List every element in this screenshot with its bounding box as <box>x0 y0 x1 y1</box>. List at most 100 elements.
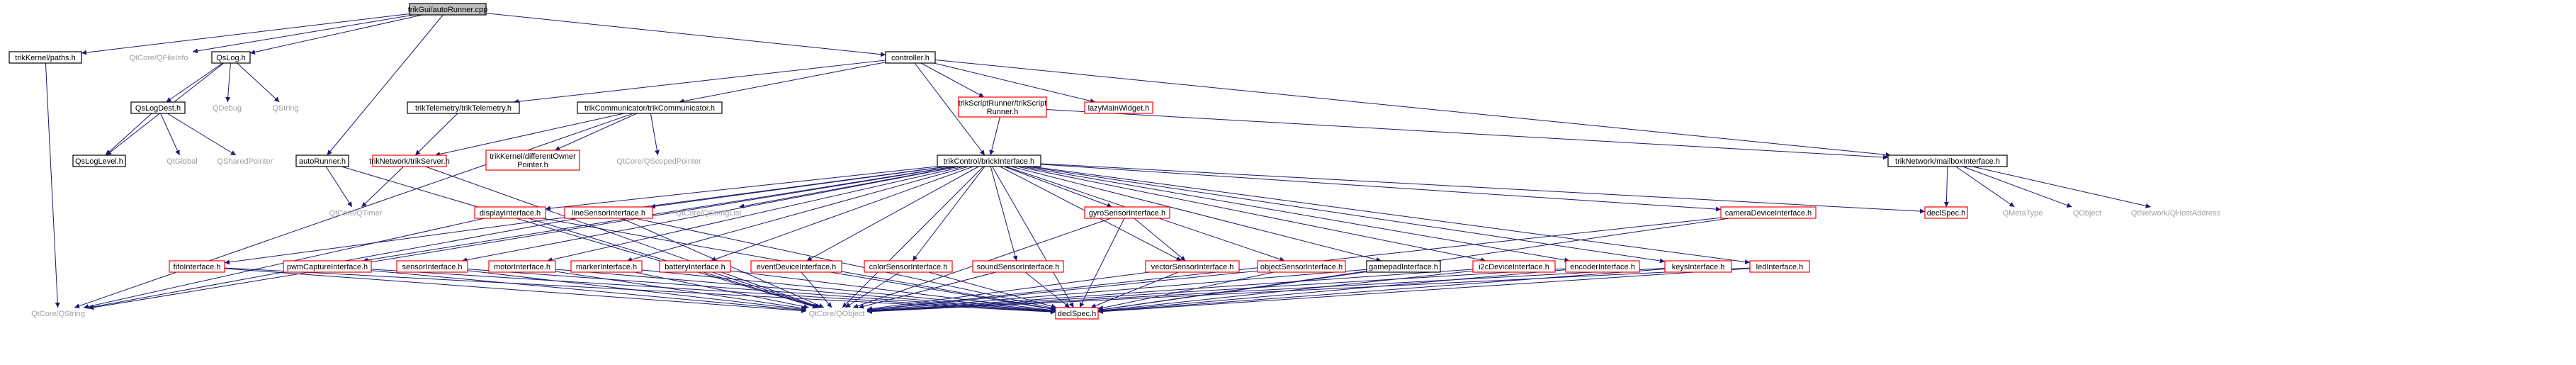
node-communicator[interactable]: trikCommunicator/trikCommunicator.h <box>577 101 723 114</box>
node-box <box>1145 260 1240 273</box>
edge-mailbox-to-qmetatype <box>1955 166 2015 208</box>
node-box <box>1887 155 2008 167</box>
node-box <box>283 260 372 273</box>
node-encoder[interactable]: encoderInterface.h <box>1565 260 1640 273</box>
node-qscopedpointer: QtCore/QScopedPointer <box>616 157 701 166</box>
node-label: autoRunner.h <box>299 157 346 166</box>
node-declspec_top[interactable]: declSpec.h <box>1924 206 1968 219</box>
node-motor[interactable]: motorInterface.h <box>488 260 556 273</box>
node-sensor[interactable]: sensorInterface.h <box>396 260 468 273</box>
edge-objectsensor-to-declspec_bottom <box>1097 271 1275 310</box>
node-label: trikCommunicator/trikCommunicator.h <box>584 104 715 113</box>
edge-encoder-to-declspec_bottom <box>1097 269 1566 314</box>
node-box <box>570 260 643 273</box>
node-mailbox[interactable]: trikNetwork/mailboxInterface.h <box>1887 155 2008 167</box>
node-box <box>937 155 1041 167</box>
edge-controller-to-telemetry <box>514 60 886 104</box>
node-label: QtCore/QStringList <box>676 209 742 218</box>
node-label: objectSensorInterface.h <box>1260 263 1343 271</box>
node-eventdevice[interactable]: eventDeviceInterface.h <box>750 260 842 273</box>
edge-paths-to-qtcore_qstring <box>45 62 60 308</box>
node-qsloglevel[interactable]: QsLogLevel.h <box>72 155 126 167</box>
node-box <box>1664 260 1732 273</box>
node-telemetry[interactable]: trikTelemetry/trikTelemetry.h <box>407 101 520 114</box>
node-paths[interactable]: trikKernel/paths.h <box>9 51 82 64</box>
node-label: gamepadInterface.h <box>1369 263 1438 271</box>
node-label: QtCore/QObject <box>809 310 865 318</box>
edge-permcapture-to-qtcore_qobject <box>371 270 807 313</box>
node-battery[interactable]: batteryInterface.h <box>659 260 731 273</box>
edge-brick-to-colorsensor <box>912 166 985 262</box>
node-box <box>407 101 520 114</box>
node-qtcore_qstring: QtCore/QString <box>31 310 85 318</box>
node-label: QMetaType <box>2003 209 2043 218</box>
node-label: displayInterface.h <box>480 209 541 218</box>
node-fifo[interactable]: fifoInterface.h <box>169 260 225 273</box>
edge-qslogdest-to-qsloglevel <box>105 113 152 156</box>
node-trikserver[interactable]: trikNetwork/trikServer.h <box>369 155 450 167</box>
node-qobject_ext: QObject <box>2073 209 2101 218</box>
node-box <box>750 260 842 273</box>
node-label: cameraDeviceInterface.h <box>1725 209 1812 218</box>
node-keys[interactable]: keysInterface.h <box>1664 260 1732 273</box>
node-root[interactable]: trikGui/autoRunner.cpp <box>408 3 488 16</box>
node-scriptrunner[interactable]: trikScriptRunner/trikScriptRunner.h <box>958 96 1047 118</box>
node-label: ledInterface.h <box>1756 263 1804 271</box>
node-gyro[interactable]: gyroSensorInterface.h <box>1084 206 1170 219</box>
node-label: QtCore/QFileInfo <box>129 54 188 62</box>
node-i2c[interactable]: i2cDeviceInterface.h <box>1472 260 1556 273</box>
node-autorunner_h[interactable]: autoRunner.h <box>295 155 349 167</box>
node-box <box>488 260 556 273</box>
edge-root-to-paths <box>81 13 410 55</box>
edge-brick-to-marker <box>626 166 969 262</box>
node-linesensor[interactable]: lineSensorInterface.h <box>564 206 653 219</box>
node-gamepad[interactable]: gamepadInterface.h <box>1366 260 1441 273</box>
edge-brick-to-qtcore_qobject <box>842 166 984 308</box>
node-box <box>485 150 580 171</box>
node-qslogdest[interactable]: QsLogDest.h <box>130 101 186 114</box>
node-box <box>864 260 953 273</box>
edge-brick-to-permcapture <box>363 166 954 263</box>
node-box <box>1565 260 1640 273</box>
edge-led-to-qtcore_qobject <box>866 267 1751 315</box>
edge-brick-to-led <box>1031 166 1751 264</box>
node-declspec_bottom[interactable]: declSpec.h <box>1055 307 1099 320</box>
edge-brick-to-keys <box>1027 166 1666 264</box>
node-label: QtNetwork/QHostAddress <box>2131 209 2221 218</box>
edge-mailbox-to-qobject_ext <box>1962 166 2072 208</box>
node-marker[interactable]: markerInterface.h <box>570 260 643 273</box>
node-box <box>295 155 349 167</box>
node-qslog[interactable]: QsLog.h <box>211 51 251 64</box>
node-label: controller.h <box>891 54 930 62</box>
node-objectsensor[interactable]: objectSensorInterface.h <box>1257 260 1346 273</box>
node-label: QsLog.h <box>216 54 246 62</box>
edge-soundsensor-to-qtcore_qobject <box>858 271 997 309</box>
node-box <box>1084 206 1170 219</box>
edge-controller-to-lazymain <box>934 62 1095 103</box>
node-box <box>1366 260 1441 273</box>
node-label: trikScriptRunner/trikScript <box>959 99 1047 108</box>
node-label: Pointer.h <box>517 161 548 169</box>
node-permcapture[interactable]: pwmCaptureInterface.h <box>283 260 372 273</box>
node-brick[interactable]: trikControl/brickInterface.h <box>937 155 1041 167</box>
edge-brick-to-display <box>545 166 938 211</box>
edge-scriptrunner-to-mailbox <box>1046 109 1889 160</box>
edge-scriptrunner-to-brick <box>989 116 1000 156</box>
node-box <box>72 155 126 167</box>
node-lazymain[interactable]: lazyMainWidget.h <box>1084 101 1153 114</box>
node-camera[interactable]: cameraDeviceInterface.h <box>1720 206 1817 219</box>
node-label: keysInterface.h <box>1672 263 1725 271</box>
node-led[interactable]: ledInterface.h <box>1749 260 1810 273</box>
node-box <box>958 96 1047 118</box>
node-label: fifoInterface.h <box>174 263 221 271</box>
edge-controller-to-brick <box>914 62 985 156</box>
node-controller[interactable]: controller.h <box>885 51 936 64</box>
node-label: encoderInterface.h <box>1570 263 1635 271</box>
node-colorsensor[interactable]: colorSensorInterface.h <box>864 260 953 273</box>
node-display[interactable]: displayInterface.h <box>474 206 546 219</box>
node-box <box>130 101 186 114</box>
node-vectorsensor[interactable]: vectorSensorInterface.h <box>1145 260 1240 273</box>
node-soundsensor[interactable]: soundSensorInterface.h <box>972 260 1064 273</box>
node-qtglobal: QtGlobal <box>166 157 197 166</box>
